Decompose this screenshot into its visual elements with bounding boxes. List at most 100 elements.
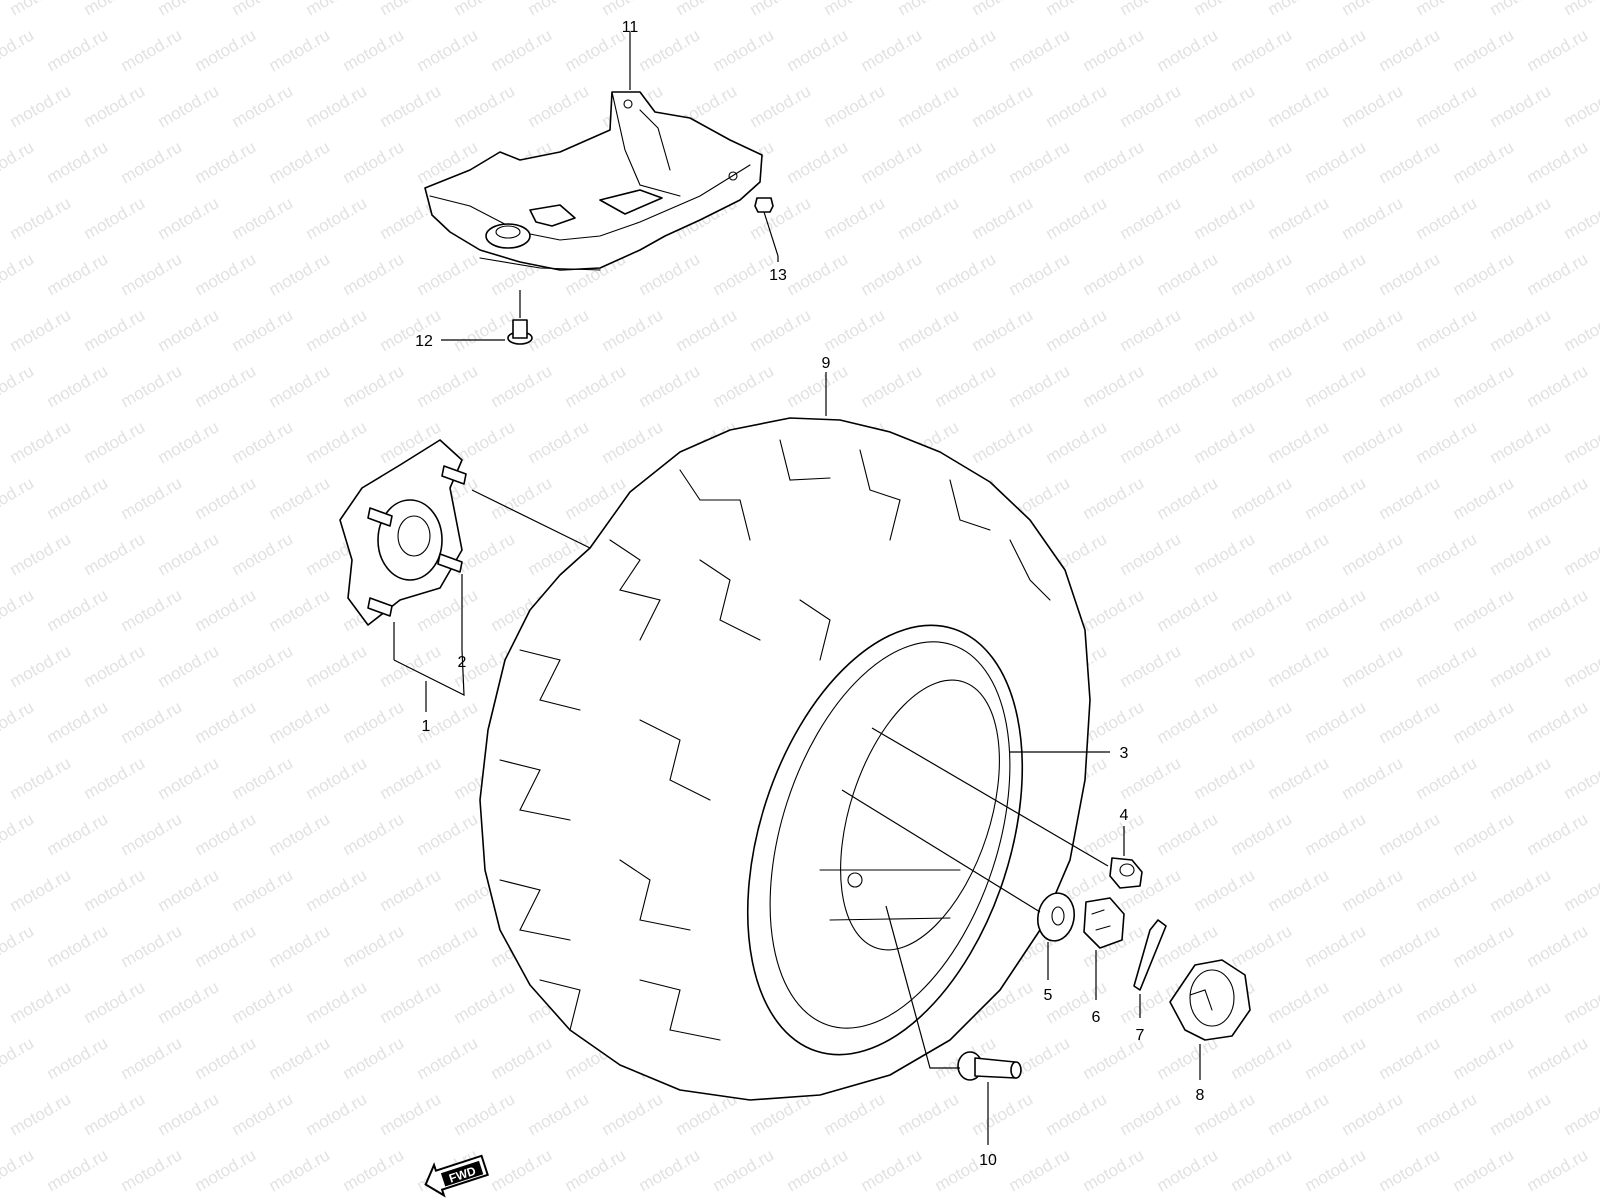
watermark-text: motod.ru	[7, 1089, 75, 1139]
watermark-text: motod.ru	[340, 249, 408, 299]
watermark-text: motod.ru	[451, 977, 519, 1027]
watermark-text: motod.ru	[969, 81, 1037, 131]
watermark-text: motod.ru	[192, 585, 260, 635]
watermark-text: motod.ru	[340, 809, 408, 859]
watermark-text: motod.ru	[1450, 585, 1518, 635]
watermark-text: motod.ru	[81, 641, 149, 691]
callout-4: 4	[1120, 807, 1129, 824]
watermark-text: motod.ru	[266, 137, 334, 187]
watermark-text: motod.ru	[155, 1089, 223, 1139]
watermark-text: motod.ru	[1154, 809, 1222, 859]
watermark-text: motod.ru	[488, 473, 556, 523]
watermark-text: motod.ru	[44, 137, 112, 187]
watermark-text: motod.ru	[1043, 1089, 1111, 1139]
watermark-text: motod.ru	[229, 0, 297, 19]
watermark-text: motod.ru	[229, 529, 297, 579]
watermark-text: motod.ru	[525, 81, 593, 131]
watermark-text: motod.ru	[932, 137, 1000, 187]
callout-labels: 1 2 3 4 5 6 7 8 9 10 11 12 13	[415, 19, 1204, 1169]
watermark-text: motod.ru	[1117, 305, 1185, 355]
watermark-text: motod.ru	[303, 81, 371, 131]
callout-2: 2	[458, 654, 467, 671]
watermark-text: motod.ru	[1302, 697, 1370, 747]
watermark-text: motod.ru	[1302, 249, 1370, 299]
watermark-text: motod.ru	[1376, 25, 1444, 75]
watermark-text: motod.ru	[1450, 249, 1518, 299]
watermark-text: motod.ru	[1191, 305, 1259, 355]
watermark-text: motod.ru	[303, 305, 371, 355]
watermark-text: motod.ru	[747, 0, 815, 19]
hub-stud-icon	[367, 465, 467, 617]
watermark-text: motod.ru	[1006, 137, 1074, 187]
watermark-text: motod.ru	[1228, 25, 1296, 75]
watermark-text: motod.ru	[1228, 249, 1296, 299]
watermark-text: motod.ru	[525, 1089, 593, 1139]
watermark-text: motod.ru	[784, 249, 852, 299]
watermark-text: motod.ru	[1487, 417, 1555, 467]
watermark-text: motod.ru	[1487, 81, 1555, 131]
callout-11: 11	[622, 19, 639, 36]
watermark-text: motod.ru	[192, 1145, 260, 1195]
watermark-text: motod.ru	[525, 0, 593, 19]
watermark-text: motod.ru	[636, 249, 704, 299]
callout-10: 10	[979, 1152, 997, 1169]
watermark-text: motod.ru	[229, 641, 297, 691]
callout-8: 8	[1196, 1087, 1205, 1104]
watermark-text: motod.ru	[1265, 977, 1333, 1027]
watermark-text: motod.ru	[1487, 865, 1555, 915]
watermark-text: motod.ru	[1154, 249, 1222, 299]
watermark-text: motod.ru	[340, 697, 408, 747]
watermark-text: motod.ru	[229, 753, 297, 803]
watermark-text: motod.ru	[1413, 305, 1481, 355]
watermark-text: motod.ru	[377, 1089, 445, 1139]
watermark-text: motod.ru	[7, 305, 75, 355]
watermark-text: motod.ru	[155, 529, 223, 579]
watermark-text: motod.ru	[488, 1033, 556, 1083]
watermark-text: motod.ru	[1117, 417, 1185, 467]
watermark-text: motod.ru	[266, 921, 334, 971]
watermark-text: motod.ru	[451, 81, 519, 131]
watermark-text: motod.ru	[895, 193, 963, 243]
watermark-text: motod.ru	[636, 25, 704, 75]
watermark-text: motod.ru	[1561, 865, 1600, 915]
watermark-text: motod.ru	[1043, 193, 1111, 243]
callout-7: 7	[1136, 1027, 1145, 1044]
watermark-text: motod.ru	[1524, 921, 1592, 971]
watermark-text: motod.ru	[1524, 25, 1592, 75]
watermark-text: motod.ru	[0, 1033, 37, 1083]
watermark-text: motod.ru	[118, 809, 186, 859]
watermark-text: motod.ru	[303, 977, 371, 1027]
castle-nut-icon	[1083, 897, 1125, 949]
watermark-text: motod.ru	[1302, 921, 1370, 971]
watermark-text: motod.ru	[1228, 137, 1296, 187]
watermark-text: motod.ru	[44, 697, 112, 747]
watermark-text: motod.ru	[1487, 641, 1555, 691]
watermark-text: motod.ru	[340, 137, 408, 187]
watermark-text: motod.ru	[932, 361, 1000, 411]
watermark-text: motod.ru	[451, 305, 519, 355]
watermark-text: motod.ru	[1376, 1145, 1444, 1195]
watermark-text: motod.ru	[1006, 361, 1074, 411]
watermark-text: motod.ru	[451, 0, 519, 19]
watermark-text: motod.ru	[303, 641, 371, 691]
watermark-text: motod.ru	[1339, 977, 1407, 1027]
watermark-text: motod.ru	[1117, 0, 1185, 19]
watermark-text: motod.ru	[821, 1089, 889, 1139]
watermark-text: motod.ru	[155, 193, 223, 243]
callout-6: 6	[1092, 1009, 1101, 1026]
tire-valve-icon	[957, 1051, 1022, 1081]
watermark-text: motod.ru	[81, 0, 149, 19]
watermark-text: motod.ru	[599, 1089, 667, 1139]
watermark-text: motod.ru	[1228, 1145, 1296, 1195]
watermark-text: motod.ru	[81, 1089, 149, 1139]
watermark-text: motod.ru	[1080, 585, 1148, 635]
watermark-text: motod.ru	[1487, 753, 1555, 803]
watermark-text: motod.ru	[525, 305, 593, 355]
watermark-text: motod.ru	[377, 0, 445, 19]
watermark-text: motod.ru	[1302, 137, 1370, 187]
watermark-text: motod.ru	[0, 249, 37, 299]
watermark-text: motod.ru	[0, 921, 37, 971]
watermark-text: motod.ru	[1450, 361, 1518, 411]
watermark-text: motod.ru	[1080, 1145, 1148, 1195]
leader-lines	[393, 32, 1201, 1145]
